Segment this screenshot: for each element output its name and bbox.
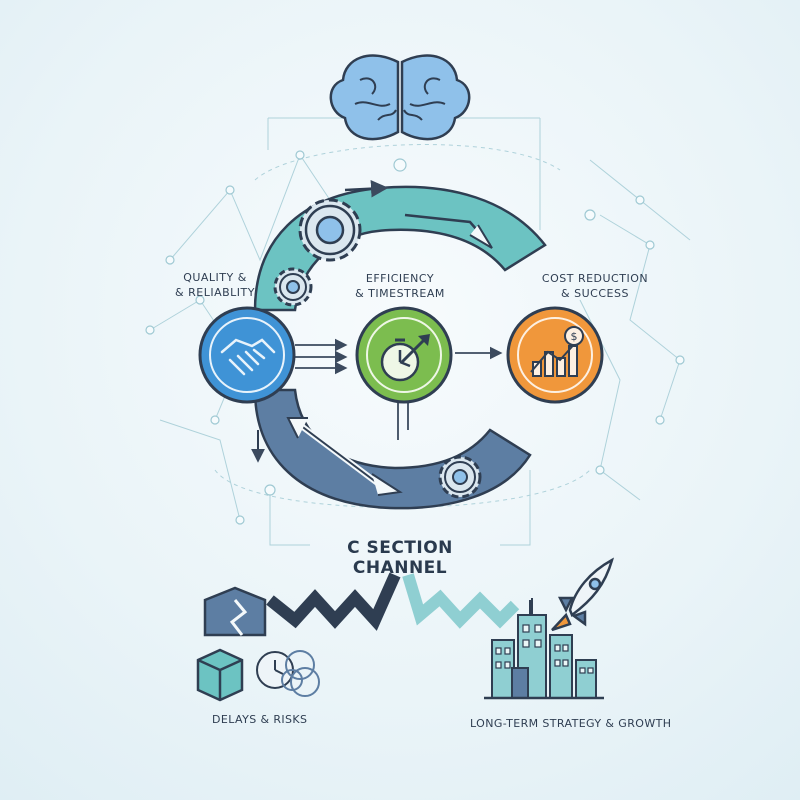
city-buildings-icon bbox=[484, 598, 604, 700]
cost-node: $ bbox=[506, 306, 604, 404]
flow-arrows bbox=[295, 338, 503, 440]
broken-box-icon bbox=[196, 586, 267, 702]
brain-icon bbox=[329, 54, 471, 141]
efficiency-label-line1: EFFICIENCY bbox=[365, 272, 435, 285]
quality-label-line1: QUALITY & bbox=[183, 271, 247, 284]
delays-risks-label: DELAYS & RISKS bbox=[212, 713, 308, 726]
efficiency-label: EFFICIENCY & TIMESTREAM bbox=[345, 271, 455, 301]
efficiency-node bbox=[355, 306, 453, 404]
quality-node bbox=[198, 306, 296, 404]
diagram-title: C SECTION CHANNEL bbox=[347, 538, 453, 578]
handshake-icon bbox=[220, 338, 276, 376]
network-nodes bbox=[145, 150, 685, 525]
quality-label: QUALITY & & RELIABLITY bbox=[160, 270, 270, 300]
bar-chart-dollar-icon: $ bbox=[530, 326, 584, 377]
efficiency-label-line2: & TIMESTREAM bbox=[355, 287, 445, 300]
stopwatch-icon bbox=[380, 334, 430, 382]
rocket-icon bbox=[551, 557, 615, 632]
cost-label: COST REDUCTION & SUCCESS bbox=[530, 271, 660, 301]
gear-icon bbox=[298, 198, 362, 262]
zigzag-lines bbox=[266, 572, 520, 631]
lower-channel-band bbox=[251, 388, 532, 510]
long-term-growth-label: LONG-TERM STRATEGY & GROWTH bbox=[470, 717, 672, 730]
gear-icon bbox=[438, 455, 482, 499]
cost-label-line1: COST REDUCTION bbox=[541, 272, 649, 285]
gear-icon bbox=[273, 267, 313, 307]
cost-label-line2: & SUCCESS bbox=[561, 287, 629, 300]
quality-label-line2: & RELIABLITY bbox=[175, 286, 255, 299]
svg-text:$: $ bbox=[571, 330, 578, 343]
clock-icon bbox=[256, 650, 320, 697]
